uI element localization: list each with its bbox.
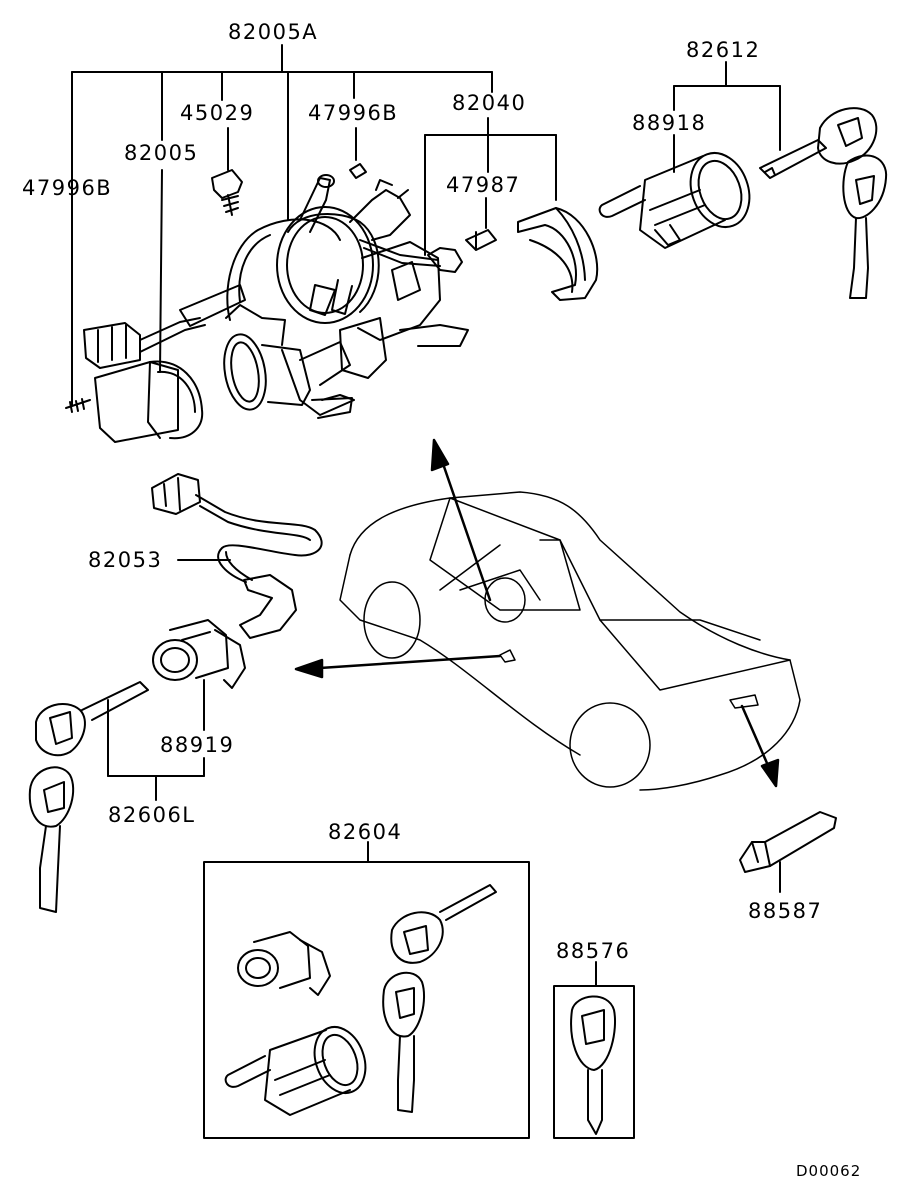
kit-88576-frame bbox=[553, 985, 635, 1139]
key-88576 bbox=[570, 995, 616, 1135]
harness-82053 bbox=[151, 473, 323, 639]
label-88919: 88919 bbox=[160, 733, 235, 757]
steering-lock-assembly bbox=[65, 163, 497, 443]
arrows bbox=[294, 438, 780, 788]
kit-82604-frame bbox=[203, 861, 530, 1139]
cover-82040 bbox=[517, 207, 599, 301]
label-47996B-left: 47996B bbox=[22, 176, 113, 200]
label-88576: 88576 bbox=[556, 939, 631, 963]
kit-82604-parts bbox=[224, 884, 497, 1116]
leader-lines bbox=[71, 44, 781, 987]
label-82005A: 82005A bbox=[228, 20, 319, 44]
label-82053: 82053 bbox=[88, 548, 163, 572]
label-47996B-top: 47996B bbox=[308, 101, 399, 125]
cylinder-88919 bbox=[152, 619, 246, 689]
label-82040: 82040 bbox=[452, 91, 527, 115]
label-82612: 82612 bbox=[686, 38, 761, 62]
label-47987: 47987 bbox=[446, 173, 521, 197]
figure-code: D00062 bbox=[796, 1162, 862, 1180]
keys-82612 bbox=[759, 107, 888, 299]
keys-82606L bbox=[28, 681, 149, 913]
label-45029: 45029 bbox=[180, 101, 255, 125]
label-82005: 82005 bbox=[124, 141, 199, 165]
label-88918: 88918 bbox=[632, 111, 707, 135]
car-outline bbox=[339, 491, 801, 791]
label-82604: 82604 bbox=[328, 820, 403, 844]
cover-88587 bbox=[739, 811, 837, 873]
cylinder-88918 bbox=[598, 152, 751, 249]
label-82606L: 82606L bbox=[108, 803, 196, 827]
label-88587: 88587 bbox=[748, 899, 823, 923]
